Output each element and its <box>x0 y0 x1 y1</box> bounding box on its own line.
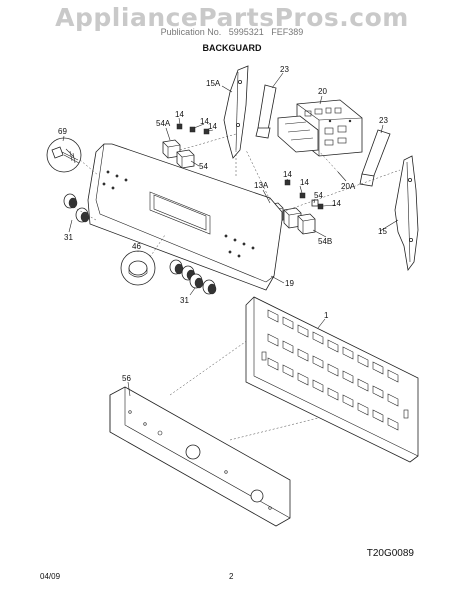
callout-54b: 54B <box>318 237 332 246</box>
diagram-code: T20G0089 <box>366 548 414 559</box>
callout-14-d: 14 <box>283 170 292 179</box>
publication-header: Publication No. 5995321 FEF389 <box>0 27 464 37</box>
callout-23-right: 23 <box>379 116 388 125</box>
header-right: FEF389 <box>271 27 304 37</box>
end-bracket-15 <box>394 155 419 271</box>
callout-1: 1 <box>324 311 329 320</box>
callout-14-b: 14 <box>200 117 209 126</box>
watermark: AppliancePartsPros.com <box>55 3 409 32</box>
callout-54a: 54A <box>156 119 171 128</box>
callout-20: 20 <box>318 87 327 96</box>
knobs-31-right <box>169 259 217 295</box>
button-46-detail <box>120 234 166 286</box>
callout-15a: 15A <box>206 79 221 88</box>
callout-46: 46 <box>132 242 141 251</box>
page-title: BACKGUARD <box>202 43 262 53</box>
knobs-31-left <box>63 193 90 223</box>
callout-14-f: 14 <box>332 199 341 208</box>
callout-14-e: 14 <box>300 178 309 187</box>
callout-23-left: 23 <box>280 65 289 74</box>
footer-date: 04/09 <box>40 572 61 581</box>
callout-31-right: 31 <box>180 296 189 305</box>
callout-13a: 13A <box>254 181 269 190</box>
end-bracket-15a <box>223 65 249 178</box>
callout-15: 15 <box>378 227 387 236</box>
callout-31-left: 31 <box>64 233 73 242</box>
callout-69: 69 <box>58 127 67 136</box>
leader-lines <box>62 72 399 397</box>
strap-23-left <box>255 84 277 139</box>
callout-54-lower: 54 <box>314 191 323 200</box>
callout-14-c: 14 <box>208 122 217 131</box>
callout-20a: 20A <box>341 182 356 191</box>
switch-group-top <box>162 123 210 169</box>
callout-14-a: 14 <box>175 110 184 119</box>
header-center: 5995321 <box>228 27 264 37</box>
overlay-20a <box>277 115 339 173</box>
callout-54-top: 54 <box>199 162 208 171</box>
callout-56: 56 <box>122 374 131 383</box>
rear-cover-1 <box>245 296 419 463</box>
footer-page: 2 <box>229 572 234 581</box>
callout-19: 19 <box>285 279 294 288</box>
control-panel-19 <box>87 143 283 291</box>
strap-23-right <box>359 129 391 187</box>
lower-panel-56 <box>109 386 291 527</box>
header-left: Publication No. <box>160 27 222 37</box>
screw-69-detail <box>46 137 99 176</box>
